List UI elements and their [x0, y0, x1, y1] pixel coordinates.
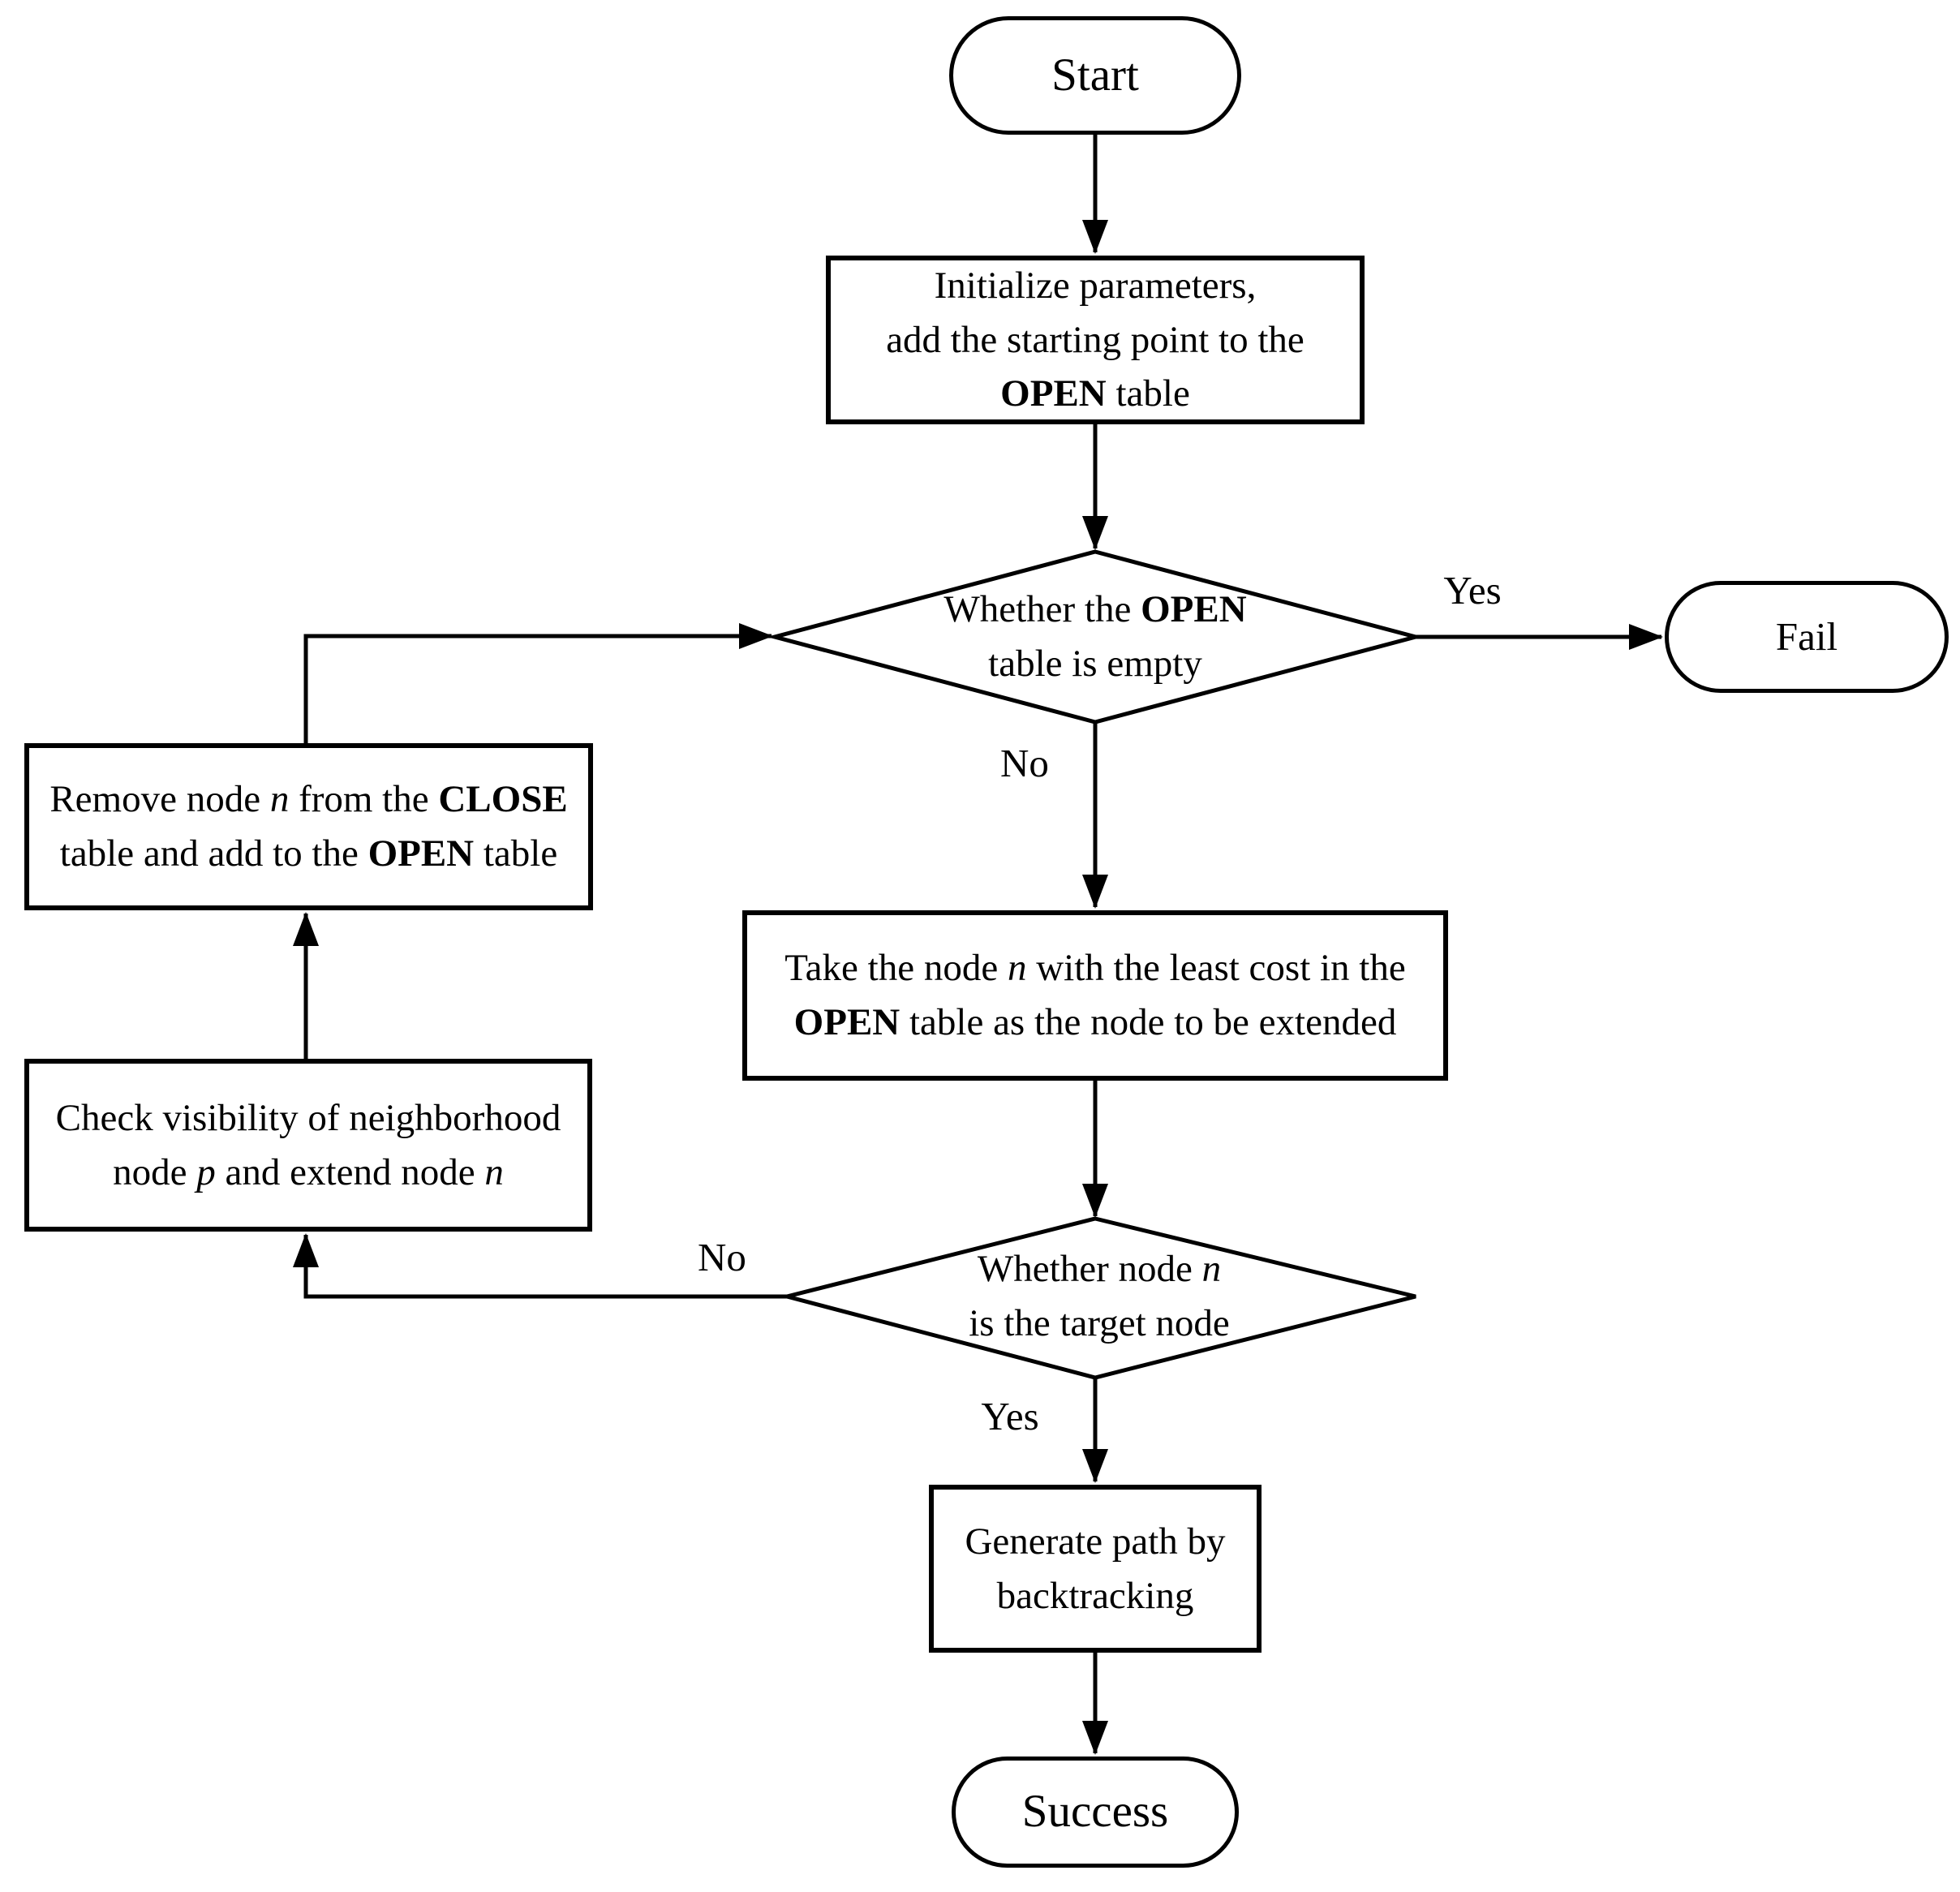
terminal-fail-label: Fail [1776, 608, 1838, 665]
text-line: Take the node n with the least cost in t… [784, 941, 1405, 995]
text-segment-italic: p [196, 1151, 216, 1193]
text-segment: table [474, 832, 557, 875]
text-segment-italic: n [484, 1151, 504, 1193]
text-segment: No [1000, 740, 1049, 786]
text-segment: Yes [981, 1393, 1038, 1439]
text-line: OPEN table [1000, 367, 1190, 421]
text-line: table and add to the OPEN table [60, 827, 557, 881]
edge-label-yes-open-empty: Yes [1408, 563, 1537, 617]
text-segment: Start [1051, 49, 1139, 101]
process-generate-path: Generate path by backtracking [929, 1485, 1262, 1653]
text-line: is the target node [969, 1296, 1230, 1351]
text-segment: table and add to the [60, 832, 368, 875]
process-check-visibility: Check visibility of neighborhood node p … [24, 1059, 592, 1232]
terminal-success: Success [952, 1757, 1239, 1868]
text-segment: Yes [1443, 567, 1501, 613]
terminal-success-label: Success [1022, 1779, 1168, 1845]
process-take-node: Take the node n with the least cost in t… [742, 910, 1448, 1081]
text-line: add the starting point to the [886, 313, 1305, 368]
text-segment: Take the node [784, 947, 1008, 989]
text-line: Generate path by [965, 1515, 1225, 1569]
text-segment: Check visibility of neighborhood [56, 1097, 561, 1139]
text-line: table is empty [988, 637, 1202, 691]
text-line: OPEN table as the node to be extended [794, 995, 1397, 1050]
text-segment: add the starting point to the [886, 319, 1305, 361]
text-line: Whether the OPEN [943, 583, 1246, 637]
text-segment: is the target node [969, 1302, 1230, 1344]
terminal-start: Start [949, 16, 1241, 135]
text-line: Check visibility of neighborhood [56, 1091, 561, 1146]
text-segment-italic: n [1008, 947, 1027, 989]
text-segment: Fail [1776, 614, 1838, 659]
text-segment: Whether node [978, 1248, 1202, 1290]
text-segment: No [698, 1234, 746, 1280]
edge-label-no-target: No [657, 1230, 787, 1284]
text-segment: with the least cost in the [1026, 947, 1405, 989]
text-segment-bold: OPEN [368, 832, 475, 875]
edge-label-no-open-empty: No [960, 736, 1090, 789]
edge-label-yes-target: Yes [945, 1389, 1075, 1443]
text-segment-bold: OPEN [1000, 372, 1107, 415]
text-segment: Initialize parameters, [935, 264, 1257, 307]
text-segment: table [1107, 372, 1190, 415]
text-segment: backtracking [997, 1575, 1194, 1617]
text-line: Whether node n [978, 1242, 1221, 1296]
text-segment-italic: n [270, 778, 290, 820]
text-segment: and extend node [216, 1151, 485, 1193]
decision-open-empty-text: Whether the OPEN table is empty [811, 568, 1379, 706]
text-segment: from the [289, 778, 438, 820]
text-segment: table as the node to be extended [900, 1001, 1396, 1043]
text-line: Remove node n from the CLOSE [49, 772, 567, 827]
terminal-fail: Fail [1665, 581, 1949, 693]
text-segment-italic: n [1202, 1248, 1222, 1290]
process-initialize: Initialize parameters, add the starting … [826, 256, 1365, 424]
edge-remove-to-open-empty [306, 636, 772, 743]
text-line: backtracking [997, 1569, 1194, 1623]
text-segment: table is empty [988, 643, 1202, 685]
text-segment: Remove node [49, 778, 270, 820]
terminal-start-label: Start [1051, 43, 1139, 109]
text-segment-bold: OPEN [1141, 588, 1247, 630]
decision-target-node-text: Whether node n is the target node [819, 1228, 1379, 1365]
text-segment-bold: OPEN [794, 1001, 900, 1043]
text-segment: Generate path by [965, 1520, 1225, 1563]
text-segment: Success [1022, 1786, 1168, 1837]
text-segment: Whether the [943, 588, 1141, 630]
text-line: Initialize parameters, [935, 259, 1257, 313]
process-remove-node: Remove node n from the CLOSE table and a… [24, 743, 593, 910]
text-segment: node [113, 1151, 196, 1193]
text-segment-bold: CLOSE [438, 778, 567, 820]
text-line: node p and extend node n [113, 1146, 504, 1200]
